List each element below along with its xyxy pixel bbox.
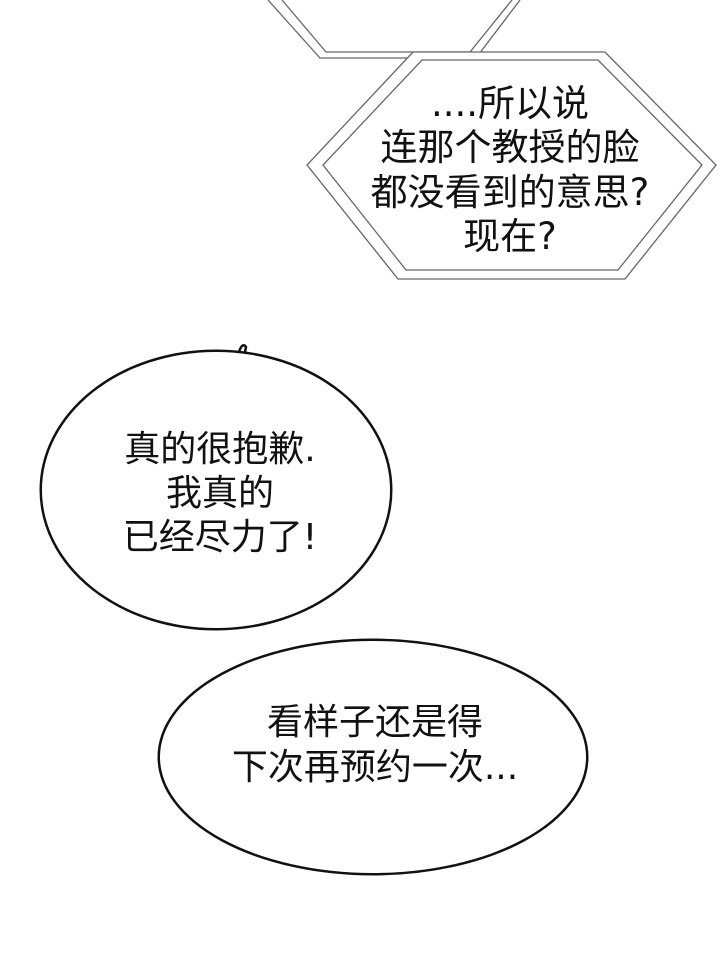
hex-bubble-outline (306, 51, 717, 280)
hex-line: 连那个教授的脸 (380, 126, 640, 170)
hex-line: ....所以说 (430, 82, 590, 125)
top-hex-bubble-outline (267, 0, 521, 59)
hex-bubble-text: ....所以说 连那个教授的脸 都没看到的意思? 现在? (310, 82, 710, 260)
speech-line: 已经尽力了! (122, 516, 318, 558)
hex-line: 都没看到的意思? (370, 170, 650, 214)
speech-line: 真的很抱歉. (124, 429, 316, 470)
speech-line: 我真的 (165, 472, 274, 514)
speech-bubble-2-text: 看样子还是得 下次再预约一次... (170, 700, 580, 790)
speech-line: 看样子还是得 (266, 702, 483, 743)
speech-line: 下次再预约一次... (231, 747, 519, 788)
speech-bubble-1-text: 真的很抱歉. 我真的 已经尽力了! (60, 428, 380, 560)
hex-line: 现在? (463, 215, 557, 259)
speech-bubbles (39, 344, 589, 876)
